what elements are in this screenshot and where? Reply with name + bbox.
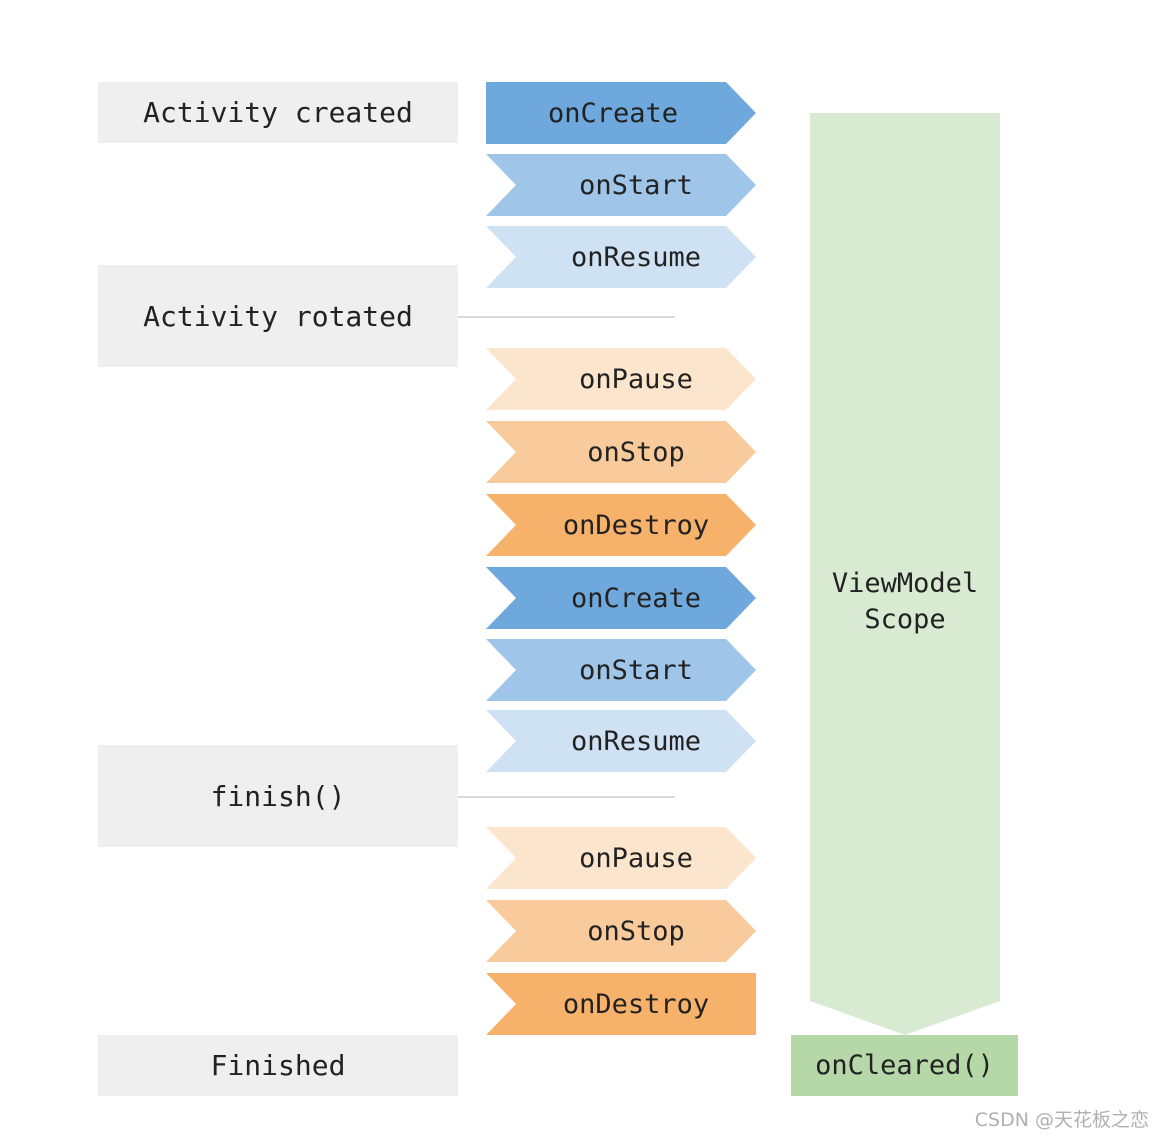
state-activity-created: Activity created — [98, 82, 458, 143]
callback-oncreate-2: onCreate — [486, 567, 756, 629]
callback-label: onResume — [570, 241, 702, 273]
oncleared-box: onCleared() — [791, 1035, 1018, 1096]
callback-label: onDestroy — [562, 509, 710, 541]
callback-onresume-2: onResume — [486, 710, 756, 772]
callback-label: onStart — [579, 169, 693, 201]
callback-onstart-2: onStart — [486, 639, 756, 701]
state-activity-rotated: Activity rotated — [98, 265, 458, 367]
state-finished-label: Finished — [210, 1049, 346, 1082]
callback-onpause-2: onPause — [486, 827, 756, 889]
callback-label: onStop — [587, 436, 685, 468]
state-finished: Finished — [98, 1035, 458, 1096]
rotated-connector-line — [458, 316, 675, 318]
callback-onstart-1: onStart — [486, 154, 756, 216]
callback-onresume-1: onResume — [486, 226, 756, 288]
callback-label: onResume — [570, 725, 702, 757]
callback-oncreate-1: onCreate — [486, 82, 756, 144]
state-finish-label: finish() — [210, 779, 346, 813]
callback-label: onPause — [579, 842, 693, 874]
finish-connector-line — [458, 796, 675, 798]
viewmodel-scope-label: ViewModel Scope — [810, 566, 1000, 638]
callback-onstop-2: onStop — [486, 900, 756, 962]
state-activity-rotated-label: Activity rotated — [143, 299, 413, 333]
callback-label: onDestroy — [562, 988, 710, 1020]
callback-label: onStart — [579, 654, 693, 686]
viewmodel-scope-line1: ViewModel — [831, 568, 979, 599]
viewmodel-scope-line2: Scope — [864, 604, 946, 635]
viewmodel-scope-arrow — [810, 113, 1000, 1035]
state-finish: finish() — [98, 745, 458, 847]
callback-onpause-1: onPause — [486, 348, 756, 410]
watermark: CSDN @天花板之恋 — [974, 1109, 1149, 1131]
state-activity-created-label: Activity created — [143, 96, 413, 129]
oncleared-label: onCleared() — [815, 1050, 994, 1081]
callback-label: onCreate — [570, 582, 702, 614]
callback-onstop-1: onStop — [486, 421, 756, 483]
callback-ondestroy-1: onDestroy — [486, 494, 756, 556]
callback-label: onCreate — [547, 97, 679, 129]
callback-label: onPause — [579, 363, 693, 395]
callback-label: onStop — [587, 915, 685, 947]
callback-ondestroy-2: onDestroy — [486, 973, 756, 1035]
